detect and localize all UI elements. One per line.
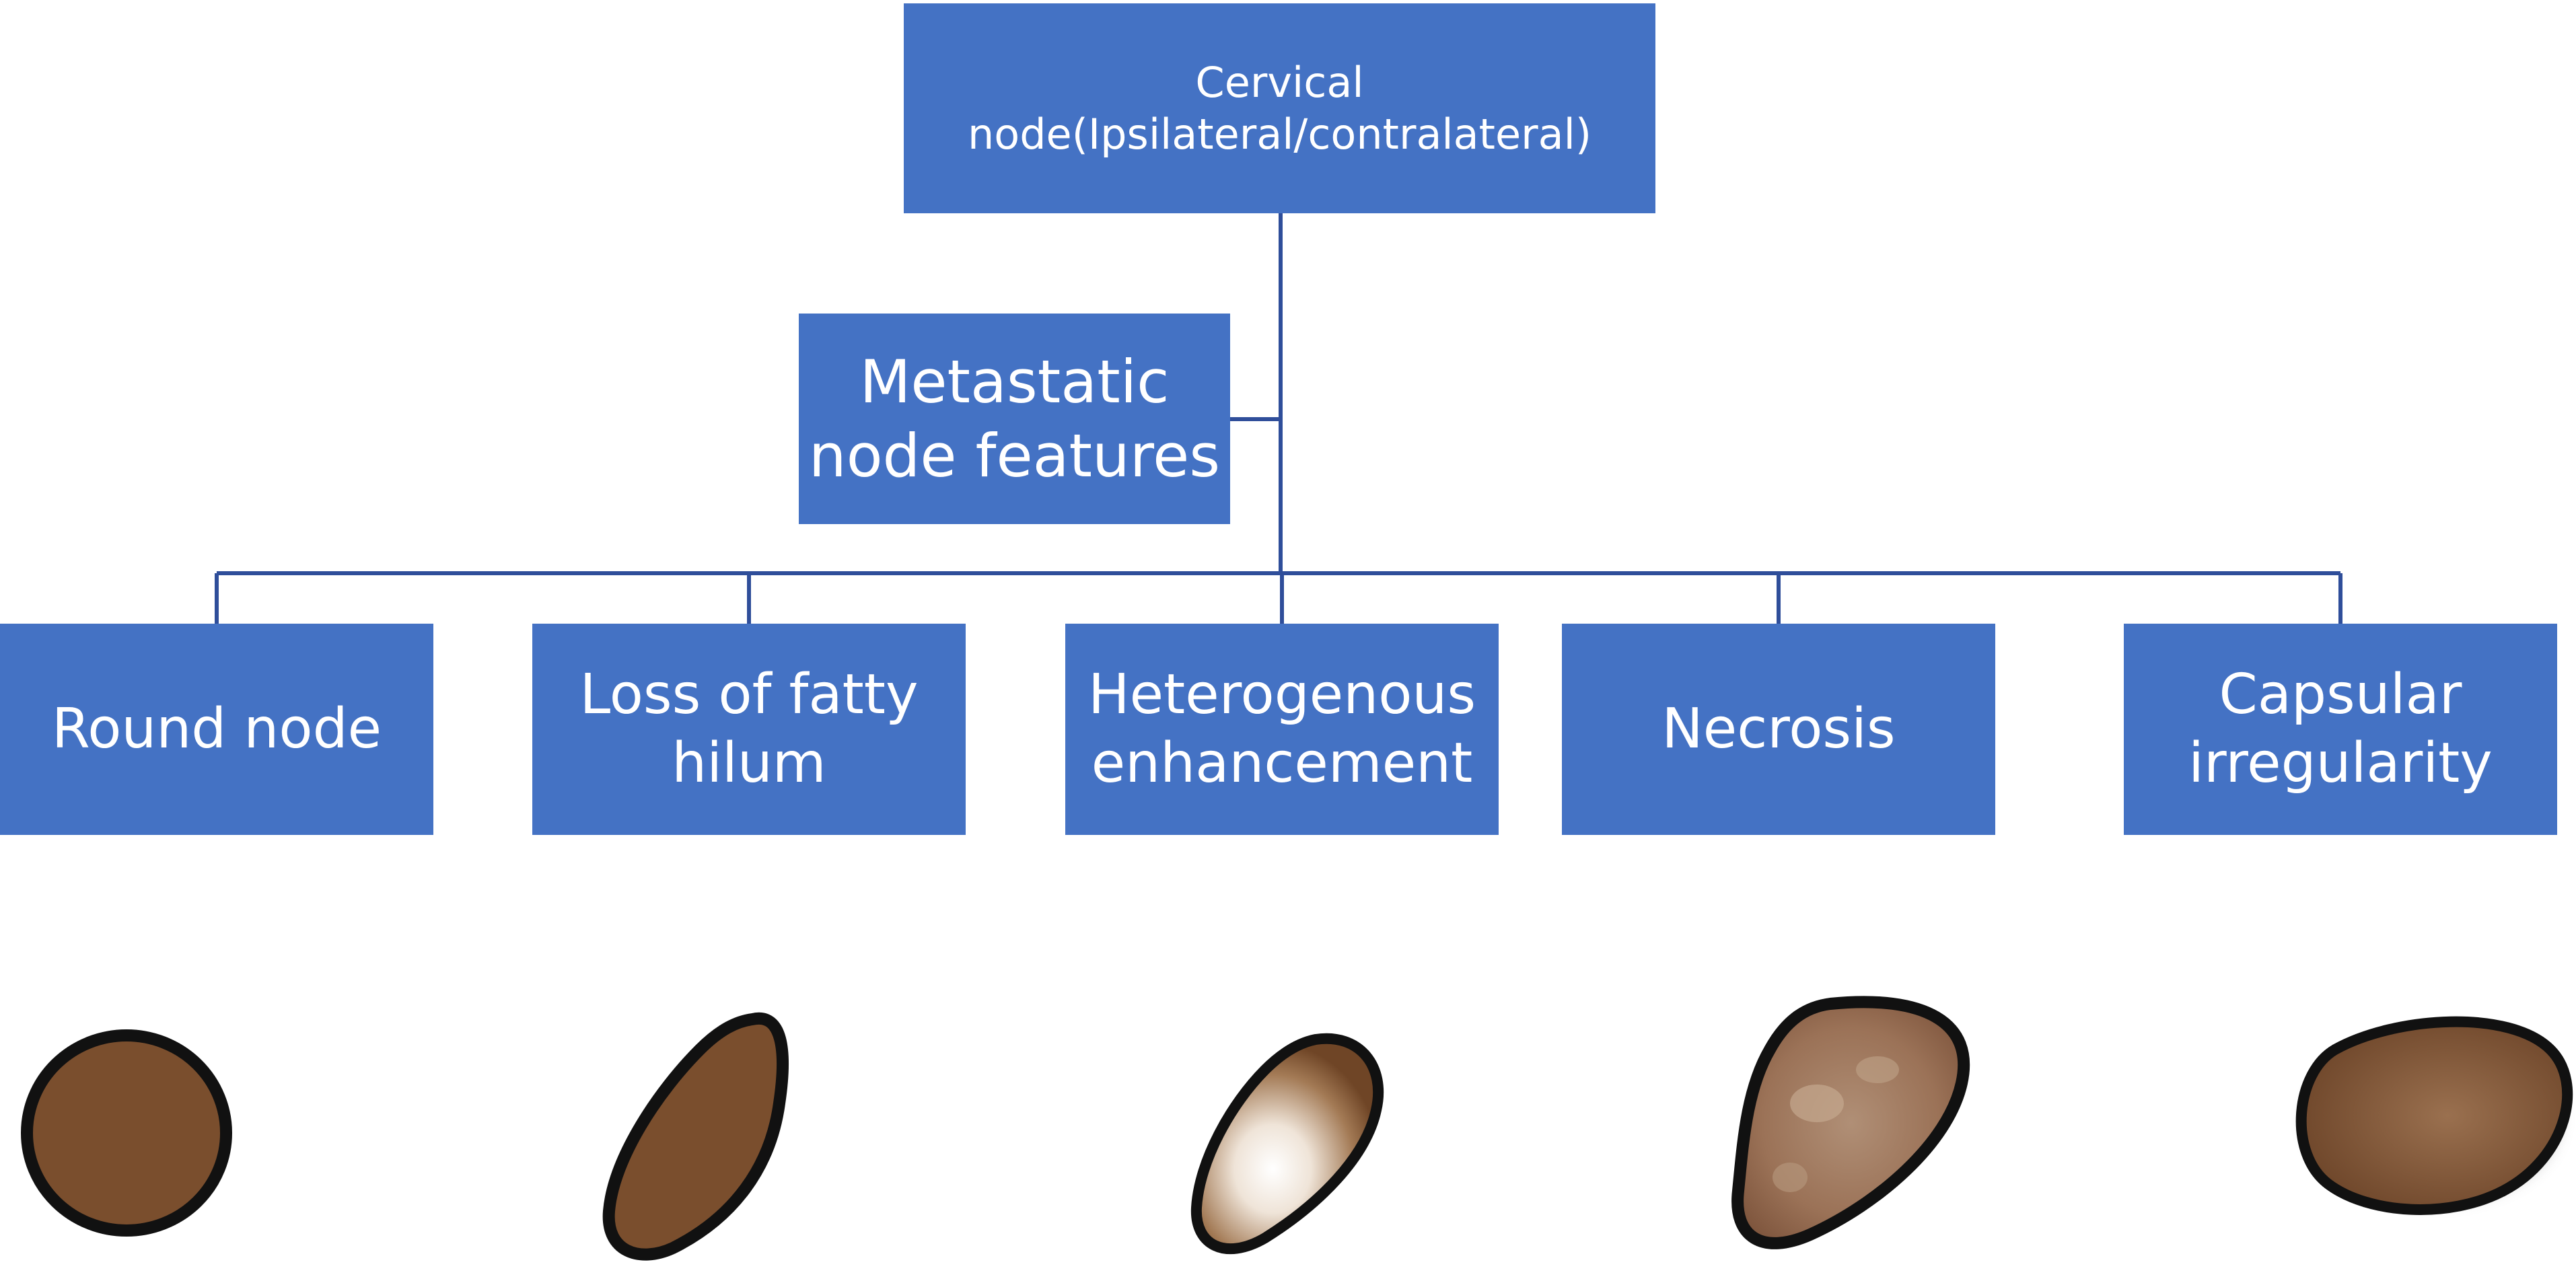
feature-label: Capsular <box>2219 662 2462 727</box>
loss-of-fatty-hilum-icon <box>602 1012 789 1261</box>
metastatic-line-1: Metastatic <box>859 346 1170 416</box>
heterogenous-enhancement-icon <box>1190 1033 1384 1255</box>
cervical-node-box: Cervical node(Ipsilateral/contralateral) <box>904 3 1655 213</box>
feature-box-necrosis: Necrosis <box>1562 624 1995 835</box>
feature-box-capsular-irregularity: Capsular irregularity <box>2124 624 2557 835</box>
necrosis-icon <box>1731 996 1970 1249</box>
feature-label: Round node <box>51 696 382 761</box>
feature-box-loss-of-fatty-hilum: Loss of fatty hilum <box>532 624 966 835</box>
cervical-node-line-1: Cervical <box>1195 57 1364 107</box>
metastatic-node-features-box: Metastatic node features <box>799 314 1230 524</box>
feature-label: Loss of fatty <box>579 662 919 727</box>
feature-label: Heterogenous <box>1087 662 1476 727</box>
cervical-node-line-2: node(Ipsilateral/contralateral) <box>967 110 1592 159</box>
feature-label: irregularity <box>2188 731 2493 795</box>
feature-label: hilum <box>672 731 826 795</box>
metastatic-line-2: node features <box>808 420 1221 490</box>
round-node-icon <box>21 1029 232 1237</box>
feature-box-heterogenous-enhancement: Heterogenous enhancement <box>1065 624 1499 835</box>
feature-label: enhancement <box>1091 731 1473 795</box>
feature-box-round-node: Round node <box>0 624 433 835</box>
feature-label: Necrosis <box>1661 696 1896 761</box>
capsular-irregularity-icon <box>2295 1016 2573 1215</box>
